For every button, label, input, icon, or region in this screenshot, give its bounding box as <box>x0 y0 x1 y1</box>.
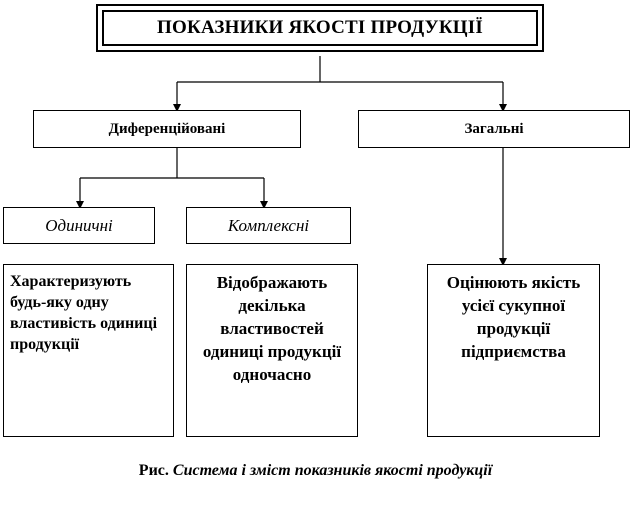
figure-caption: Рис. Система і зміст показників якості п… <box>0 462 631 480</box>
node-general: Загальні <box>358 110 630 148</box>
node-differentiated: Диференційовані <box>33 110 301 148</box>
description-general: Оцінюють якість усієї сукупної продукції… <box>427 264 600 437</box>
diagram-title: ПОКАЗНИКИ ЯКОСТІ ПРОДУКЦІЇ <box>102 10 538 46</box>
node-single: Одиничні <box>3 207 155 244</box>
description-single: Характеризують будь-яку одну властивість… <box>3 264 174 437</box>
diagram-title-box: ПОКАЗНИКИ ЯКОСТІ ПРОДУКЦІЇ <box>96 4 544 52</box>
node-complex: Комплексні <box>186 207 351 244</box>
caption-prefix: Рис. <box>138 462 169 479</box>
caption-text: Система і зміст показників якості продук… <box>172 462 493 479</box>
description-complex: Відображають декілька властивостей одини… <box>186 264 358 437</box>
